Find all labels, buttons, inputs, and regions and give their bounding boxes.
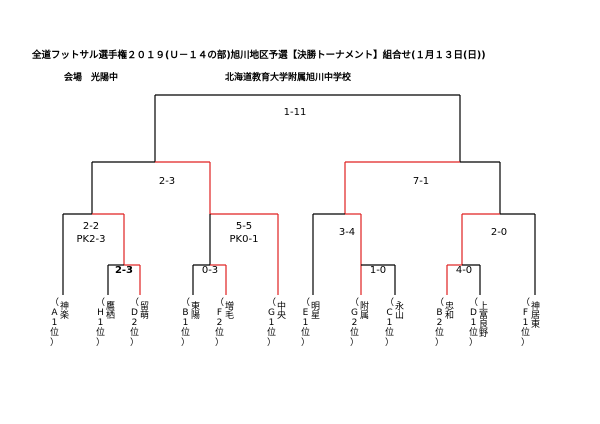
score-qf1-pk: PK2-3 — [76, 234, 106, 245]
team-name: 附属 — [358, 301, 368, 319]
team-name: 神居東 — [529, 301, 539, 328]
score-qf2-pk: PK0-1 — [229, 234, 259, 245]
team-name: 神楽 — [58, 301, 68, 319]
score-qf1: 2-2 — [82, 221, 100, 232]
score-r1-c: 1-0 — [369, 265, 387, 276]
score-r1-a: 2-3 — [114, 265, 134, 276]
score-qf2: 5-5 — [235, 221, 253, 232]
score-qf4: 2-0 — [490, 227, 508, 238]
team-name: 増毛 — [223, 301, 233, 319]
team-name: 明星 — [309, 301, 319, 319]
page-title: 全道フットサル選手権２０１９(Ｕ－１４の部)旭川地区予選【決勝トーナメント】組合… — [32, 50, 486, 61]
score-semi-left: 2-3 — [158, 176, 176, 187]
team-name: 忠和 — [443, 301, 453, 319]
score-r1-b: 0-3 — [201, 265, 219, 276]
score-r1-d: 4-0 — [455, 265, 473, 276]
venue-label: 会場 光陽中 — [64, 73, 119, 83]
team-name: 永山 — [393, 301, 403, 319]
score-semi-right: 7-1 — [412, 176, 430, 187]
venue-school: 北海道教育大学附属旭川中学校 — [225, 73, 352, 83]
team-name: 留萌 — [138, 301, 148, 319]
team-name: 中央 — [275, 301, 285, 319]
team-name: 東陽 — [189, 301, 199, 319]
team-name: 鷹栖 — [104, 301, 114, 319]
score-final: 1-11 — [283, 107, 307, 118]
score-qf3: 3-4 — [338, 227, 356, 238]
team-name: 上富良野 — [477, 301, 487, 337]
